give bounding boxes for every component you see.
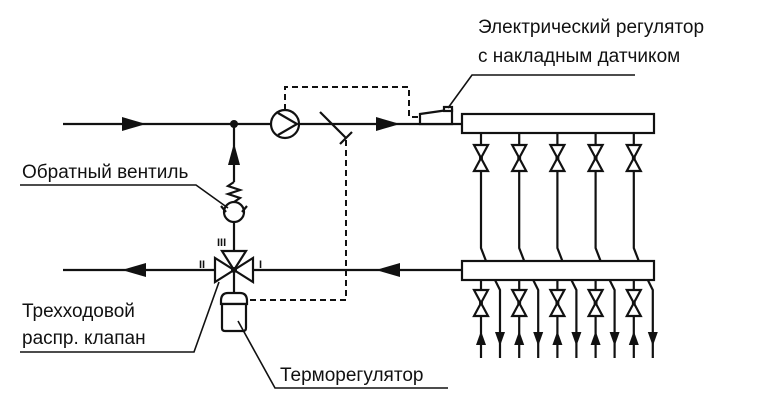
leader-check-valve: [20, 184, 229, 209]
leader-thermoregulator: [237, 320, 448, 389]
bypass-flow-arrow-icon: [228, 143, 240, 165]
bypass-pipe: [220, 124, 248, 252]
label-three-way-valve-line1: Трехходовой: [22, 301, 135, 322]
return-flow-arrow-icon: [122, 263, 146, 277]
leader-electric-regulator: [447, 74, 635, 109]
label-three-way-valve-line2: распр. клапан: [22, 328, 146, 349]
loop-down-arrow-icon: [647, 332, 658, 346]
return-pipe: [63, 263, 462, 277]
leader-three-way-valve: [20, 281, 220, 353]
loop-return-line: [532, 279, 540, 358]
control-line-pump: [284, 86, 420, 118]
loop-up-arrow-icon: [628, 331, 639, 345]
loop-connection-line: [518, 171, 526, 262]
return-branch-valve-icon-center: [479, 301, 483, 305]
loop-return-line: [646, 279, 654, 358]
loop-down-arrow-icon: [609, 332, 620, 346]
return-manifold: [460, 259, 656, 282]
supply-branch-valve-icon-center: [517, 156, 522, 160]
loop-down-arrow-icon: [495, 332, 505, 346]
return-branch-valve-icon-center: [593, 301, 598, 305]
label-electric-regulator-line2: с накладным датчиком: [478, 46, 680, 67]
loop-connection-line: [556, 171, 564, 262]
return-branch-valve-icon-center: [555, 301, 560, 305]
loop-up-arrow-icon: [590, 331, 601, 345]
loop-connection-line: [479, 171, 488, 262]
supply-flow-arrow-icon: [376, 117, 400, 131]
loop-up-arrow-icon: [476, 331, 486, 345]
valve-port-2-label: II: [199, 259, 205, 271]
supply-branch-valve-icon-center: [479, 156, 483, 160]
valve-port-3-label: III: [217, 237, 226, 249]
circulation-pump-icon: [269, 108, 301, 140]
loop-down-arrow-icon: [571, 332, 582, 346]
supply-branch-valve-icon-center: [555, 156, 560, 160]
control-line-thermo: [250, 140, 347, 301]
supply-manifold: [460, 112, 656, 135]
label-check-valve: Обратный вентиль: [22, 162, 188, 183]
three-way-valve-icon: [213, 249, 255, 292]
loop-down-arrow-icon: [533, 332, 544, 346]
loop-up-arrow-icon: [514, 331, 525, 345]
manifold-branches: [472, 133, 658, 358]
return-flow-arrow-icon: [376, 263, 400, 277]
supply-branch-valve-icon-center: [631, 156, 636, 160]
return-branch-valve-icon-center: [631, 301, 636, 305]
label-electric-regulator-line1: Электрический регулятор: [478, 17, 704, 38]
supply-pipe: [63, 117, 462, 131]
supply-branch-valve-icon-center: [593, 156, 598, 160]
return-branch-valve-icon-center: [517, 301, 522, 305]
temperature-sensor-icon: [319, 111, 353, 145]
electric-regulator-icon: [418, 105, 454, 126]
loop-return-line: [608, 279, 616, 358]
check-valve-icon: [222, 200, 246, 224]
loop-connection-line: [594, 171, 602, 262]
loop-return-line: [494, 279, 502, 358]
loop-up-arrow-icon: [552, 331, 563, 345]
label-thermoregulator: Терморегулятор: [280, 365, 423, 386]
thermoregulator-icon: [219, 291, 249, 333]
loop-return-line: [570, 279, 578, 358]
valve-port-1-label: I: [259, 259, 262, 271]
loop-connection-line: [632, 171, 640, 262]
supply-flow-arrow-icon: [122, 117, 146, 131]
